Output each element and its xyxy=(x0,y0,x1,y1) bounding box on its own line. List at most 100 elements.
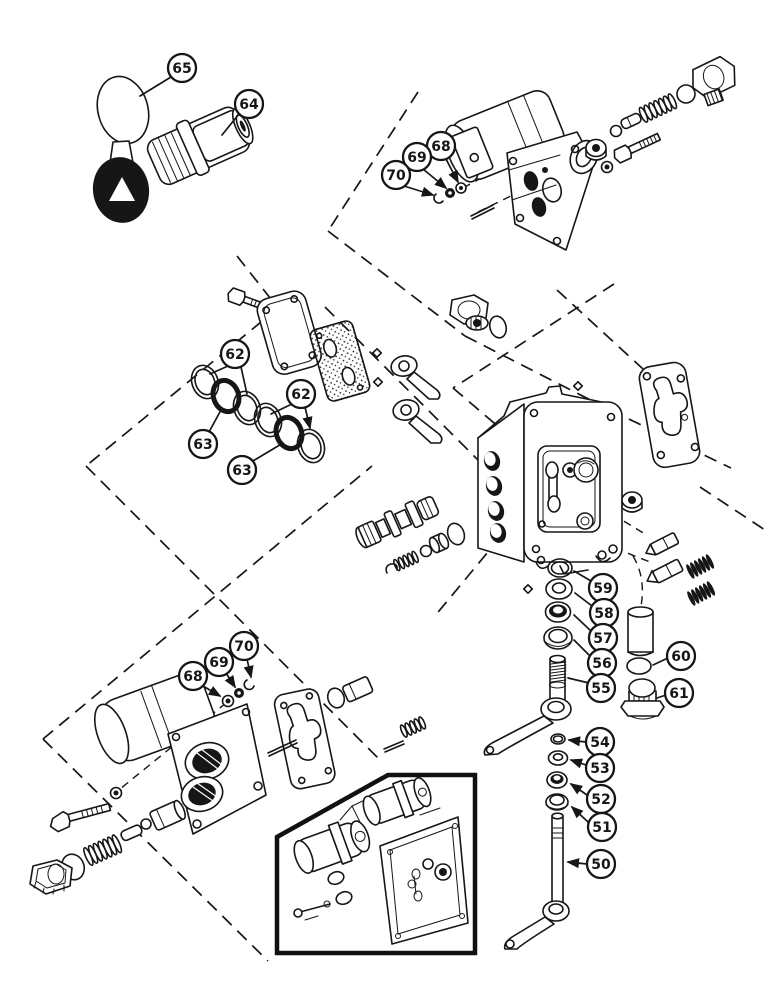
cylinder-plug xyxy=(342,676,374,703)
check-ball xyxy=(609,124,623,138)
cam-lever-1 xyxy=(390,355,441,400)
spring-small-lower xyxy=(399,716,427,738)
o-ring-60 xyxy=(626,657,652,675)
pin xyxy=(470,204,495,220)
coupler-part xyxy=(146,106,254,186)
callout-54: 54 xyxy=(567,726,616,758)
callout-59-label: 59 xyxy=(593,581,612,597)
poppet-lower xyxy=(120,824,143,842)
callout-57-label: 57 xyxy=(593,631,612,647)
callout-52-label: 52 xyxy=(591,792,610,808)
cup-washer-56 xyxy=(543,626,573,650)
ball-lower xyxy=(140,818,152,830)
callout-70-lower-label: 70 xyxy=(234,639,254,655)
callout-53-label: 53 xyxy=(590,761,609,777)
cover-plate xyxy=(256,290,322,376)
callout-50: 50 xyxy=(566,848,617,880)
plug-sleeve-lower xyxy=(149,799,186,831)
callout-52: 52 xyxy=(569,783,617,815)
o-ring-62-4 xyxy=(296,428,326,464)
callout-54-label: 54 xyxy=(590,735,610,751)
callout-55-label: 55 xyxy=(591,681,610,697)
callout-64: 64 xyxy=(221,88,265,136)
bolt xyxy=(613,132,662,164)
callout-62-right: 62 xyxy=(270,378,317,430)
callout-56-label: 56 xyxy=(592,656,611,672)
assembled-view-inset xyxy=(274,772,478,956)
callout-62-left-label: 62 xyxy=(225,347,244,363)
cup-washer-51 xyxy=(545,793,569,811)
o-ring-63-1 xyxy=(210,377,242,415)
spool-valve xyxy=(355,496,440,549)
callout-51-label: 51 xyxy=(592,820,611,836)
callout-70-upper-label: 70 xyxy=(386,168,406,184)
o-ring-62-2 xyxy=(232,390,262,426)
bearing-57 xyxy=(544,601,572,623)
side-gasket xyxy=(638,361,701,469)
bushing xyxy=(428,532,450,554)
callout-63-right: 63 xyxy=(226,442,284,486)
o-ring-63-2 xyxy=(273,414,305,452)
callout-65: 65 xyxy=(139,52,198,97)
o-ring xyxy=(446,522,466,546)
main-valve-body xyxy=(477,385,623,575)
washer-lower xyxy=(109,786,123,800)
small-nuts xyxy=(371,347,584,595)
o-ring-small xyxy=(326,687,346,709)
callout-62-left: 62 xyxy=(209,338,251,395)
callout-64-label: 64 xyxy=(239,97,259,113)
body-side-nut xyxy=(621,491,643,513)
callout-58-label: 58 xyxy=(594,606,613,622)
callout-51: 51 xyxy=(570,805,618,843)
rod-lower xyxy=(383,740,405,753)
detent-spring-2 xyxy=(687,581,716,606)
callout-69-lower-label: 69 xyxy=(209,655,228,671)
spool-small-parts xyxy=(385,522,466,574)
callout-68-upper-label: 68 xyxy=(431,139,450,155)
mount-hardware-upper xyxy=(433,182,495,220)
pin-lower xyxy=(267,739,298,757)
callout-55: 55 xyxy=(567,672,617,704)
callout-70-upper: 70 xyxy=(380,159,435,197)
callout-63-left: 63 xyxy=(187,409,222,460)
plug-61 xyxy=(620,678,665,720)
o-ring xyxy=(676,84,696,104)
poppet xyxy=(620,112,642,130)
callout-60: 60 xyxy=(652,640,697,672)
spring-lower xyxy=(83,834,123,867)
washer-58 xyxy=(545,578,573,600)
callout-50-label: 50 xyxy=(591,857,611,873)
hex-plug-top xyxy=(449,294,489,331)
callout-62-right-label: 62 xyxy=(291,387,310,403)
relief-valve-parts-row xyxy=(585,55,736,174)
hex-cap xyxy=(692,55,736,107)
dust-plug-part xyxy=(92,75,150,223)
callout-60-label: 60 xyxy=(671,649,691,665)
lever-shaft-50 xyxy=(503,812,570,950)
detent-spring-1 xyxy=(686,554,715,579)
upper-valve-body xyxy=(444,90,599,251)
callout-63-left-label: 63 xyxy=(193,437,212,453)
callout-69-lower: 69 xyxy=(203,646,236,689)
ball xyxy=(419,544,433,558)
callout-61: 61 xyxy=(656,677,695,709)
lever-shaft-55 xyxy=(483,654,572,756)
callout-68-upper: 68 xyxy=(425,130,459,184)
detent-pin-2 xyxy=(646,558,684,584)
detent-pin-1 xyxy=(645,532,680,556)
assembled-valve-illustration xyxy=(293,777,469,945)
seal-ring-59 xyxy=(547,558,573,578)
cover-gasket xyxy=(309,320,371,402)
lower-valve-body xyxy=(93,672,267,835)
callout-68-lower: 68 xyxy=(177,660,222,697)
callout-68-lower-label: 68 xyxy=(183,669,202,685)
callout-63-right-label: 63 xyxy=(232,463,251,479)
callout-70-lower: 70 xyxy=(228,630,260,679)
small-spring xyxy=(393,550,419,572)
o-ring-plug xyxy=(488,315,508,339)
small-washer xyxy=(600,160,614,174)
callout-59: 59 xyxy=(573,570,619,604)
o-ring-62-1 xyxy=(190,364,220,400)
